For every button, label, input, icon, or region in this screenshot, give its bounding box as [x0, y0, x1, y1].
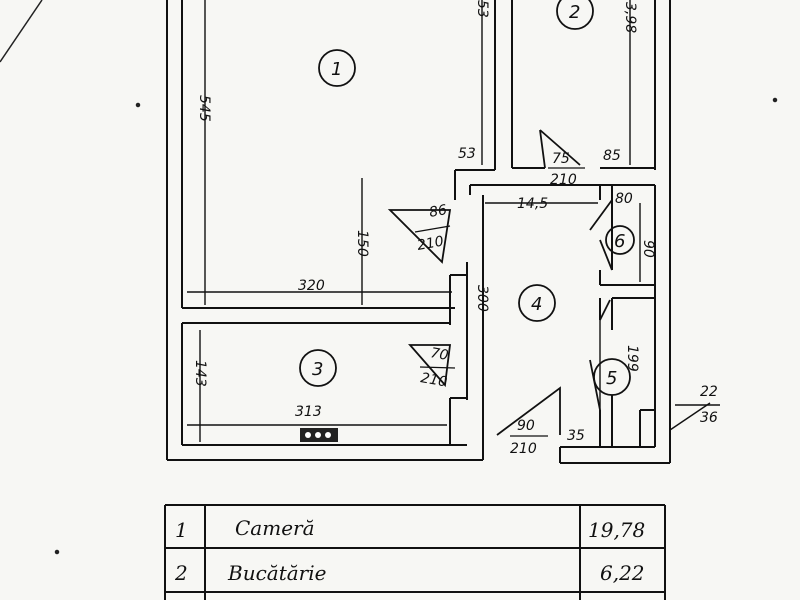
room-marker-3: 3: [299, 349, 337, 387]
dim-75: 75: [552, 151, 570, 167]
dim-150: 150: [354, 230, 370, 257]
room-markers: 1 2 3 4 5 6: [299, 0, 635, 396]
dim-90-b: 90: [517, 418, 535, 434]
room-number: 1: [331, 59, 342, 80]
dim-398: 3,98: [622, 2, 638, 33]
room-marker-2: 2: [556, 0, 594, 30]
dim-545: 545: [196, 95, 212, 122]
dim-210-b: 210: [416, 234, 445, 254]
room-marker-1: 1: [318, 49, 356, 87]
room-number: 5: [606, 368, 617, 389]
dim-210-d: 210: [510, 441, 537, 457]
dim-85: 85: [603, 148, 621, 164]
dim-80: 80: [615, 191, 633, 207]
room-row-area: 19,78: [588, 518, 645, 542]
room-marker-6: 6: [605, 225, 635, 255]
table-row: 2 Bucătărie 6,22: [174, 561, 645, 585]
fraction-bar: [419, 366, 456, 369]
room-row-name: Bucătărie: [227, 561, 326, 585]
table-row: 1 Cameră 19,78: [175, 516, 645, 542]
dim-210-a: 210: [550, 172, 577, 188]
dim-90: 90: [640, 240, 656, 258]
room-row-number: 1: [175, 518, 188, 542]
dim-35: 35: [567, 428, 585, 444]
cooker-icon: [300, 428, 338, 442]
dim-22: 22: [700, 384, 718, 400]
room-row-area: 6,22: [600, 561, 645, 585]
room-row-number: 2: [174, 561, 188, 585]
room-number: 3: [312, 359, 323, 380]
dim-86: 86: [428, 202, 448, 221]
stray-marks: [0, 0, 778, 555]
room-marker-4: 4: [518, 284, 556, 322]
room-area-table: 1 Cameră 19,78 2 Bucătărie 6,22: [164, 504, 666, 600]
dim-300: 300: [474, 285, 490, 312]
dim-53: 53: [458, 146, 476, 162]
dimension-labels: 545 53 3,98 53 85 75 210 14,5 80 86 210 …: [192, 0, 718, 457]
walls: [166, 0, 671, 464]
dim-36: 36: [700, 410, 718, 426]
fraction-bar: [414, 225, 451, 233]
room-marker-5: 5: [593, 358, 631, 396]
dim-210-c: 210: [419, 370, 448, 390]
room-number: 4: [531, 294, 542, 315]
room-row-name: Cameră: [235, 516, 315, 540]
dim-313: 313: [295, 404, 322, 420]
dim-53-top: 53: [474, 0, 490, 18]
dim-145: 14,5: [517, 196, 548, 212]
room-number: 6: [614, 231, 625, 252]
dim-199: 199: [624, 345, 640, 372]
dim-320: 320: [298, 278, 325, 294]
dim-143: 143: [192, 360, 208, 387]
dimension-lines: [187, 0, 720, 442]
dim-70: 70: [429, 345, 449, 364]
room-number: 2: [569, 2, 580, 23]
door-swings: [387, 129, 613, 436]
